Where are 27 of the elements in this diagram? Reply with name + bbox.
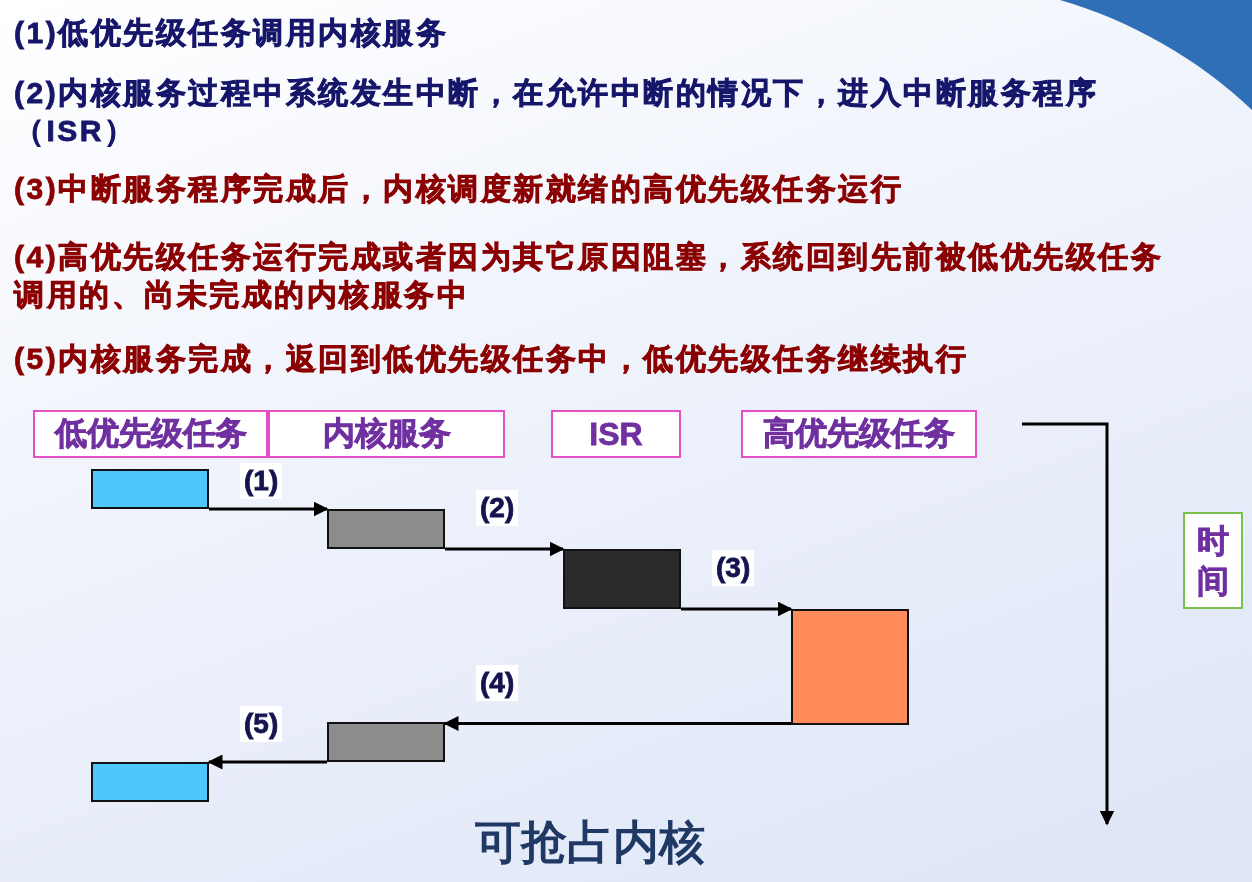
step-description: (5)内核服务完成，返回到低优先级任务中，低优先级任务继续执行 — [14, 341, 970, 377]
step-description: (4)高优先级任务运行完成或者因为其它原因阻塞，系统回到先前被低优先级任务调用的、尚未完成的内核服务中 — [14, 239, 1165, 313]
column-header: 内核服务 — [268, 410, 505, 458]
step-description: (2)内核服务过程中系统发生中断，在允许中断的情况下，进入中断服务程序（ISR） — [14, 75, 1100, 149]
arrow — [443, 716, 791, 731]
task-block — [791, 609, 909, 725]
task-block — [327, 509, 445, 549]
task-block — [91, 469, 209, 509]
task-block — [327, 722, 445, 762]
arrow — [207, 754, 327, 770]
arrow — [209, 501, 329, 517]
column-header: ISR — [551, 410, 681, 458]
arrow — [681, 601, 793, 617]
arrow — [445, 541, 565, 557]
edge-label: (5) — [240, 706, 283, 742]
caption: 可抢占内核 — [474, 815, 706, 870]
step-description: (3)中断服务程序完成后，内核调度新就绪的高优先级任务运行 — [14, 171, 905, 207]
column-header: 高优先级任务 — [741, 410, 977, 458]
column-header: 低优先级任务 — [33, 410, 268, 458]
task-block — [91, 762, 209, 802]
edge-label: (3) — [712, 550, 755, 586]
edge-label: (4) — [476, 665, 519, 701]
edge-label: (1) — [240, 463, 283, 499]
edge-label: (2) — [476, 490, 519, 526]
task-block — [563, 549, 681, 609]
time-label-box: 时间 — [1183, 512, 1243, 609]
step-description: (1)低优先级任务调用内核服务 — [14, 15, 450, 51]
